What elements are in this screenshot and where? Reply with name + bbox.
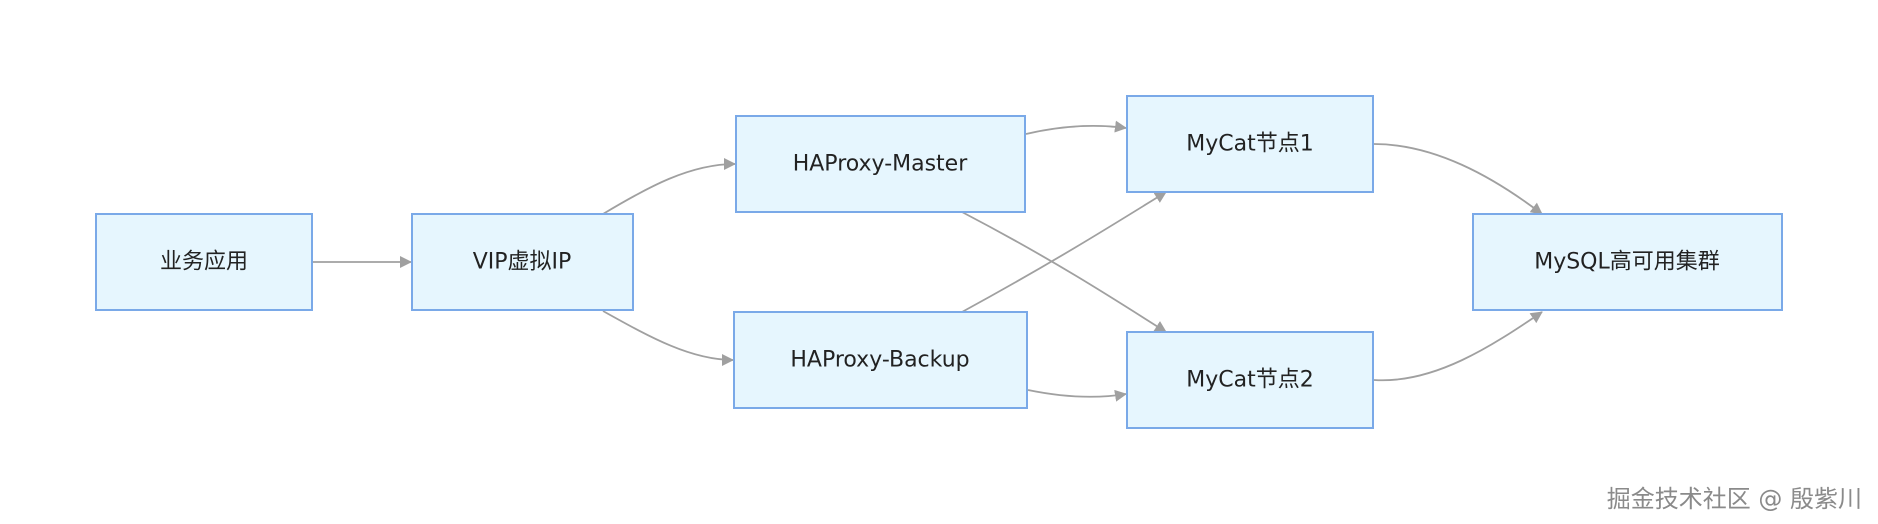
node-haproxy-backup: HAProxy-Backup: [733, 311, 1028, 409]
edge-haproxy-master-to-mycat2: [961, 211, 1167, 333]
edge-vip-to-haproxy-backup: [602, 310, 734, 366]
node-business-app-label: 业务应用: [160, 250, 248, 275]
node-mycat2: MyCat节点2: [1126, 331, 1374, 429]
node-vip: VIP虚拟IP: [411, 213, 634, 311]
edge-mycat2-to-mysql: [1373, 311, 1543, 382]
node-haproxy-backup-label: HAProxy-Backup: [790, 348, 969, 373]
node-business-app: 业务应用: [95, 213, 313, 311]
node-mycat1-label: MyCat节点1: [1186, 132, 1313, 157]
node-vip-label: VIP虚拟IP: [473, 250, 572, 275]
node-haproxy-master-label: HAProxy-Master: [793, 152, 968, 177]
node-haproxy-master: HAProxy-Master: [735, 115, 1026, 213]
edge-haproxy-master-to-mycat1: [1025, 120, 1127, 135]
edge-vip-to-haproxy-master: [602, 158, 736, 215]
node-mycat1: MyCat节点1: [1126, 95, 1374, 193]
node-mysql-cluster-label: MySQL高可用集群: [1534, 250, 1720, 275]
edge-haproxy-backup-to-mycat2: [1027, 389, 1127, 402]
node-mycat2-label: MyCat节点2: [1186, 368, 1313, 393]
watermark: 掘金技术社区 @ 殷紫川: [1606, 485, 1862, 513]
edges: [312, 120, 1543, 402]
edge-haproxy-backup-to-mycat1: [961, 191, 1167, 313]
edge-mycat1-to-mysql: [1373, 143, 1543, 215]
node-mysql-cluster: MySQL高可用集群: [1472, 213, 1783, 311]
